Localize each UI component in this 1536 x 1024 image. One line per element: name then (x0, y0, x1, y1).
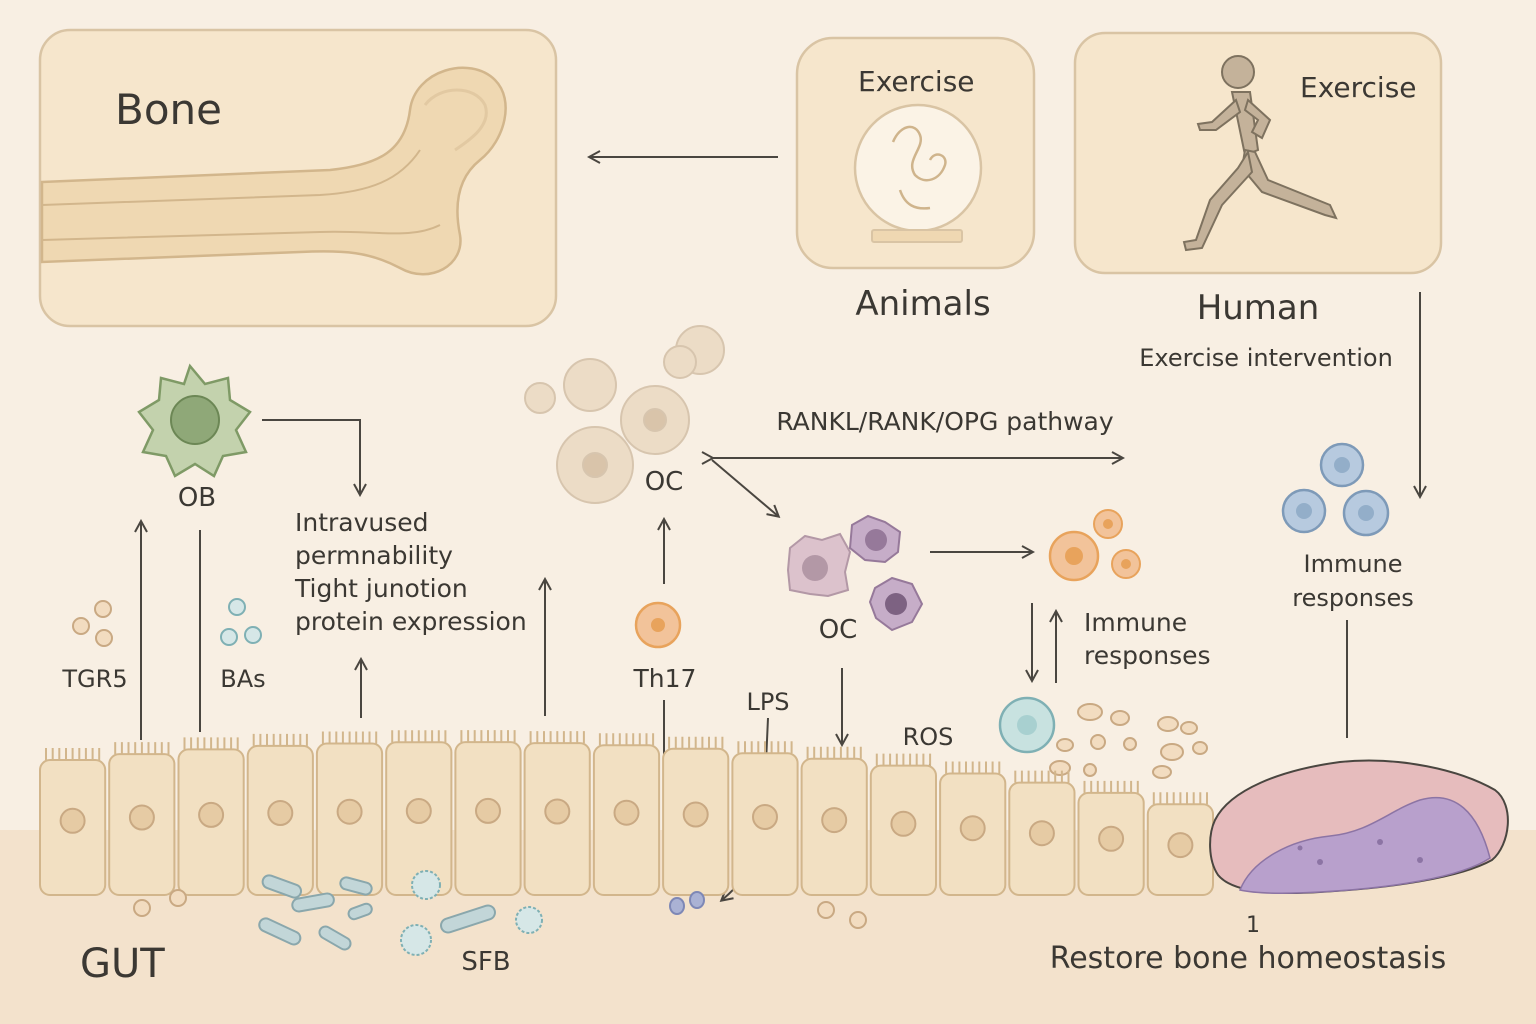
human-label: Human (1197, 288, 1320, 328)
osteoclast-cluster (524, 325, 725, 504)
bacteria-icon (258, 870, 543, 956)
th17-label: Th17 (633, 664, 697, 693)
immune-cells-orange (1048, 509, 1141, 582)
arrow-oc-to-oc (711, 459, 778, 516)
gut-cell (108, 742, 176, 896)
gut-cell (177, 737, 245, 897)
gut-cell (454, 730, 522, 896)
gut-cell (869, 753, 937, 896)
ob-label: OB (178, 483, 216, 513)
gut-cell (731, 741, 799, 897)
rankl-pathway-label: RANKL/RANK/OPG pathway (776, 407, 1114, 436)
permeability-text: Intravused permnability Tight junotion p… (294, 508, 527, 636)
permeability-line3: Tight junotion (294, 574, 468, 603)
restore-homeostasis-label: Restore bone homeostasis (1050, 941, 1447, 976)
permeability-line1: Intravused (295, 508, 429, 537)
osteoclast-purple-cluster (786, 514, 924, 632)
gut-cell (39, 748, 107, 896)
immune-responses-mid-line1: Immune (1084, 608, 1187, 637)
cell-debris (1049, 703, 1208, 779)
immune-responses-right-line1: Immune (1303, 550, 1402, 578)
human-panel: Exercise Human (1073, 31, 1443, 328)
gut-epithelium (39, 730, 1215, 897)
gut-cell (939, 761, 1007, 896)
spleen-organ (1209, 759, 1509, 895)
tgr5-label: TGR5 (61, 665, 127, 693)
oc-top-label: OC (645, 467, 684, 497)
gut-cell (246, 733, 314, 897)
bone-panel: Bone (38, 28, 558, 328)
runner-icon (1182, 55, 1338, 252)
bas-particles (220, 598, 262, 646)
gut-cell (1008, 770, 1076, 896)
permeability-line4: protein expression (295, 607, 527, 636)
immune-responses-right-line2: responses (1292, 584, 1414, 612)
oc-mid-label: OC (819, 615, 858, 645)
gut-particles (133, 889, 867, 929)
animals-exercise-label: Exercise (858, 65, 975, 98)
th17-cell (634, 601, 682, 649)
gut-cell (662, 736, 730, 897)
animal-figure-icon (853, 103, 983, 243)
gut-cell (315, 731, 384, 896)
animals-panel: Exercise Animals (795, 36, 1036, 324)
gut-cell (1077, 780, 1145, 897)
immune-responses-mid-line2: responses (1084, 641, 1211, 670)
gut-cell (592, 733, 661, 896)
teal-immune-cell (998, 696, 1056, 754)
bone-icon (40, 66, 507, 276)
restore-number-label: 1 (1246, 913, 1260, 938)
gut-cell (800, 746, 868, 896)
arrow-ob-to-permeability (262, 419, 360, 494)
animals-label: Animals (855, 284, 990, 324)
immune-cells-right (1281, 442, 1390, 537)
human-exercise-label: Exercise (1300, 71, 1417, 104)
tgr5-particles (72, 600, 113, 647)
ros-label: ROS (903, 723, 954, 751)
gut-label: GUT (80, 941, 165, 987)
permeability-line2: permnability (295, 541, 453, 570)
gut-cell (523, 731, 591, 896)
osteoblast-cell (137, 363, 252, 478)
bone-label: Bone (115, 85, 222, 134)
sfb-label: SFB (461, 947, 510, 977)
gut-cell (385, 730, 453, 897)
lps-label: LPS (746, 688, 789, 716)
gut-cell (1146, 792, 1215, 896)
lps-particles (669, 891, 705, 915)
exercise-intervention-label: Exercise intervention (1139, 344, 1393, 372)
bas-label: BAs (220, 665, 265, 693)
